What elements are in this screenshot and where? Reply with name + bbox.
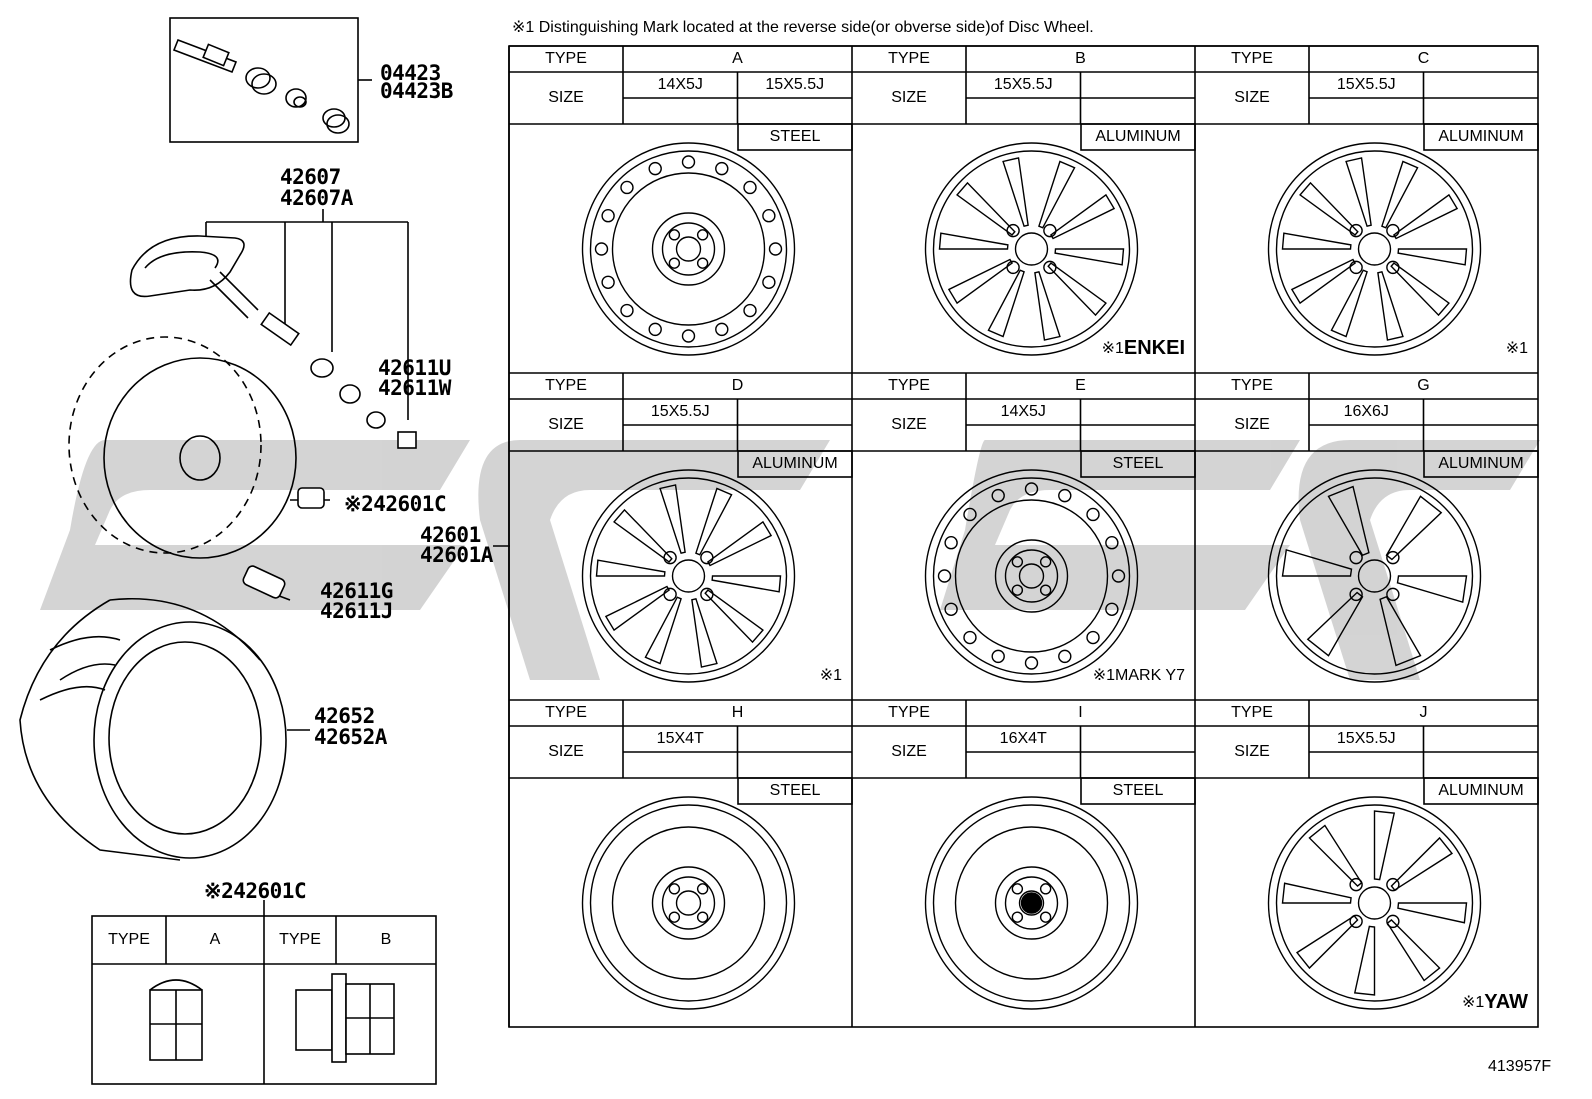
material-b: ALUMINUM [1095,128,1181,145]
mark-b: ※1 ENKEI [1101,336,1185,359]
wheel-drawing-h [581,796,796,1010]
type-label-b: TYPE [888,50,930,67]
part-number-42601c-ref: ※242601C [344,492,447,516]
wheel-drawing-e [924,469,1139,683]
wheel-drawing-j [1267,796,1482,1010]
size-value-a-0: 14X5J [657,76,703,93]
material-d: ALUMINUM [752,455,838,472]
material-i: STEEL [1112,782,1164,799]
nut-table [91,900,437,1085]
type-label-h: TYPE [545,704,587,721]
size-label-c: SIZE [1234,89,1270,106]
part-number-04423b: 04423B [380,79,453,103]
size-label-j: SIZE [1234,743,1270,760]
type-label-c: TYPE [1231,50,1273,67]
valve-kit-group [169,17,372,143]
cap-nut-icon [149,979,203,1061]
material-j: ALUMINUM [1438,782,1524,799]
sensor-icon [129,235,245,298]
type-value-g: G [1417,377,1430,394]
part-number-42611u: 42611U [378,356,451,380]
material-e: STEEL [1112,455,1164,472]
type-value-h: H [731,704,744,721]
type-value-a: A [732,50,743,67]
wheel-drawing-i [924,796,1139,1010]
washer-icon [245,67,277,95]
size-label-d: SIZE [548,416,584,433]
nut-type-a: A [209,931,221,948]
part-number-42611g: 42611G [320,579,393,603]
size-value-j-0: 15X5.5J [1336,730,1396,747]
size-label-h: SIZE [548,743,584,760]
valve-core-icon [172,38,238,74]
material-h: STEEL [769,782,821,799]
nut-type-b: B [380,931,392,948]
nut-table-title: ※242601C [204,879,307,903]
mark-j: ※1 YAW [1461,990,1528,1013]
wheel-drawing-c [1267,142,1482,356]
size-value-h-0: 15X4T [656,730,704,747]
part-number-42601: 42601 [420,523,481,547]
brand-b: ENKEI [1123,336,1185,359]
size-value-c-0: 15X5.5J [1336,76,1396,93]
flange-nut-icon [295,973,395,1063]
type-label-j: TYPE [1231,704,1273,721]
size-label-a: SIZE [548,89,584,106]
part-number-42652: 42652 [314,704,375,728]
header-note: ※1 Distinguishing Mark located at the re… [512,19,1094,36]
size-label-i: SIZE [891,743,927,760]
part-number-42607: 42607 [280,165,341,189]
part-number-42652a: 42652A [314,725,387,749]
wheel-type-grid [508,45,1539,1028]
type-label-g: TYPE [1231,377,1273,394]
nut-type-label-b: TYPE [279,931,321,948]
brand-j: YAW [1484,990,1528,1013]
type-label-a: TYPE [545,50,587,67]
type-value-e: E [1075,377,1086,394]
figure-code: 413957F [1488,1058,1552,1075]
nut-type-label-a: TYPE [108,931,150,948]
size-label-g: SIZE [1234,416,1270,433]
mark-d: ※1 [819,667,842,684]
size-label-e: SIZE [891,416,927,433]
part-number-42607a: 42607A [280,186,353,210]
type-value-c: C [1417,50,1430,67]
nut-icon [322,108,350,134]
type-value-d: D [731,377,744,394]
size-value-a-1: 15X5.5J [765,76,825,93]
type-value-i: I [1078,704,1083,721]
type-label-d: TYPE [545,377,587,394]
tpms-sensor-group [129,209,417,449]
part-number-42601a: 42601A [420,543,493,567]
mark-c: ※1 [1505,340,1528,357]
size-label-b: SIZE [891,89,927,106]
wheel-drawing-b [924,142,1139,356]
wheel-drawings [581,142,1482,1010]
size-value-g-0: 16X6J [1343,403,1389,420]
material-c: ALUMINUM [1438,128,1524,145]
size-value-i-0: 16X4T [999,730,1047,747]
part-number-42611j: 42611J [320,599,393,623]
type-label-i: TYPE [888,704,930,721]
type-value-b: B [1075,50,1086,67]
part-number-42611w: 42611W [378,376,451,400]
wheel-assembly [68,336,330,601]
wheel-drawing-d [581,469,796,683]
mark-e: ※1MARK Y7 [1092,667,1185,684]
tire-icon [19,597,310,861]
size-value-b-0: 15X5.5J [993,76,1053,93]
wheel-drawing-g [1267,469,1482,683]
wheel-drawing-a [581,142,796,356]
size-value-d-0: 15X5.5J [650,403,710,420]
grommet-icon [285,88,307,108]
size-value-e-0: 14X5J [1000,403,1046,420]
material-a: STEEL [769,128,821,145]
material-g: ALUMINUM [1438,455,1524,472]
type-label-e: TYPE [888,377,930,394]
type-value-j: J [1419,704,1428,721]
part-number-04423: 04423 [380,61,441,85]
